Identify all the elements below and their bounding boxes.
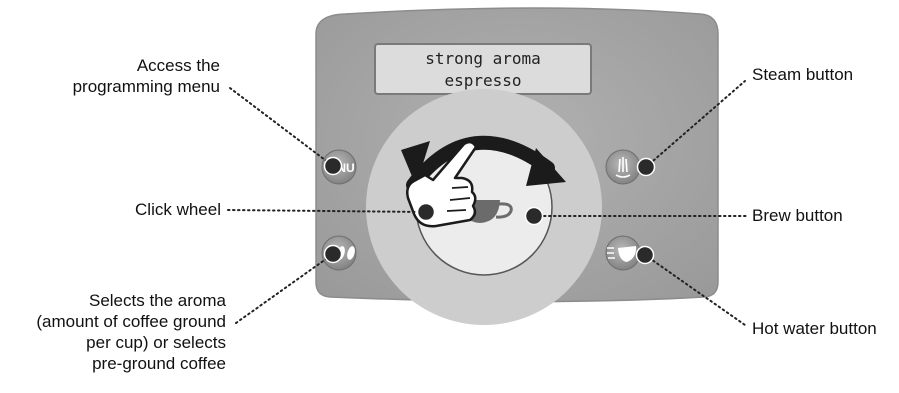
label-hot-water-text: Hot water button xyxy=(752,319,877,338)
label-aroma: Selects the aroma (amount of coffee grou… xyxy=(36,290,226,374)
label-programming-menu: Access the programming menu xyxy=(73,55,220,97)
dot-brew xyxy=(524,206,544,226)
label-aroma-line-4: pre-ground coffee xyxy=(92,354,226,373)
label-click-wheel: Click wheel xyxy=(135,199,221,220)
label-programming-menu-line-1: Access the xyxy=(136,56,220,75)
display-line-2: espresso xyxy=(444,71,521,90)
dot-steam xyxy=(636,157,656,177)
label-brew: Brew button xyxy=(752,205,843,226)
leader-programming-menu xyxy=(229,87,334,167)
leader-click-wheel xyxy=(227,209,427,213)
label-steam-text: Steam button xyxy=(752,65,854,84)
label-aroma-line-1: Selects the aroma xyxy=(88,291,226,310)
label-click-wheel-text: Click wheel xyxy=(135,200,221,219)
dot-menu xyxy=(323,156,343,176)
label-programming-menu-line-2: programming menu xyxy=(72,77,220,96)
dot-aroma xyxy=(323,244,343,264)
steam-icon xyxy=(615,157,631,178)
dot-hot-water xyxy=(635,245,655,265)
dot-wheel xyxy=(416,202,436,222)
leader-steam xyxy=(645,80,746,168)
label-aroma-line-3: per cup) or selects xyxy=(86,333,226,352)
label-aroma-line-2: (amount of coffee ground xyxy=(36,312,226,331)
label-hot-water: Hot water button xyxy=(752,318,877,339)
rotation-arrow-icon xyxy=(401,135,566,192)
leader-hot-water xyxy=(644,254,746,326)
hot-water-icon xyxy=(607,246,637,262)
label-steam: Steam button xyxy=(752,64,853,85)
leader-aroma xyxy=(235,253,334,324)
callout-dots xyxy=(323,156,656,265)
leader-lines xyxy=(227,80,748,326)
label-brew-text: Brew button xyxy=(752,206,843,225)
display-line-1: strong aroma xyxy=(425,49,541,68)
